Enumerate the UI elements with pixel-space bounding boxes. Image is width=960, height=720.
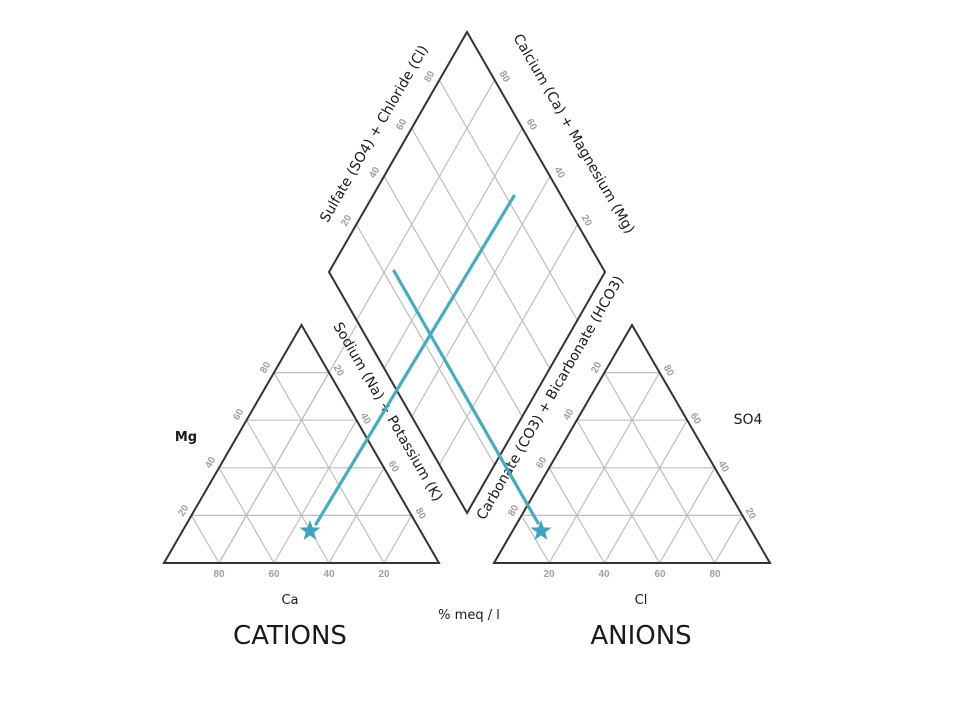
svg-text:20: 20 — [176, 503, 191, 519]
svg-text:80: 80 — [213, 569, 225, 580]
svg-text:20: 20 — [339, 213, 354, 229]
cations-outline — [162, 323, 441, 564]
sample-projection — [314, 194, 540, 526]
svg-text:80: 80 — [413, 506, 428, 522]
svg-text:60: 60 — [534, 455, 549, 471]
anions-right-axis-label: SO4 — [734, 412, 763, 428]
svg-text:20: 20 — [579, 213, 594, 229]
svg-text:40: 40 — [358, 411, 373, 427]
svg-text:40: 40 — [561, 407, 576, 423]
anion-projection-line — [392, 269, 540, 525]
cations-left-ticks: 20 40 60 80 — [176, 360, 273, 519]
svg-text:20: 20 — [378, 569, 390, 580]
anions-title: ANIONS — [590, 621, 691, 651]
anions-right-ticks: 80 60 40 20 — [661, 363, 758, 522]
svg-text:60: 60 — [688, 411, 703, 427]
cations-right-axis-label: Sodium (Na) + Potassium (K) — [330, 320, 446, 505]
svg-text:80: 80 — [497, 69, 512, 85]
diamond-upper-right-label: Calcium (Ca) + Magnesium (Mg) — [510, 31, 638, 236]
star-icon — [530, 520, 552, 540]
anions-outline — [492, 323, 772, 564]
units-label: % meq / l — [438, 608, 500, 623]
svg-text:60: 60 — [524, 117, 539, 133]
anions-left-ticks: 80 60 40 20 — [506, 360, 604, 519]
anions-bottom-axis-label: Cl — [635, 593, 648, 608]
svg-text:40: 40 — [598, 569, 610, 580]
svg-text:40: 40 — [367, 165, 382, 181]
svg-text:20: 20 — [743, 506, 758, 522]
anions-left-axis-label: Carbonate (CO3) + Bicarbonate (HCO3) — [474, 273, 627, 523]
svg-text:80: 80 — [661, 363, 676, 379]
cations-bottom-axis-label: Ca — [281, 593, 298, 608]
svg-text:40: 40 — [323, 569, 335, 580]
cations-grid-geometry — [190, 372, 413, 564]
svg-text:20: 20 — [543, 569, 555, 580]
diamond-upper-right-ticks: 80 60 40 20 — [497, 69, 594, 229]
svg-text:80: 80 — [422, 69, 437, 85]
diamond-outline — [327, 29, 607, 516]
svg-text:40: 40 — [552, 165, 567, 181]
anions-bottom-ticks: 20 40 60 80 — [543, 569, 721, 580]
svg-text:40: 40 — [203, 455, 218, 471]
cations-title: CATIONS — [233, 621, 347, 651]
svg-text:60: 60 — [386, 459, 401, 475]
cations-left-axis-label: Mg — [175, 430, 197, 445]
anions-grid-geometry — [521, 372, 743, 564]
svg-text:20: 20 — [331, 363, 346, 379]
svg-text:60: 60 — [654, 569, 666, 580]
svg-text:20: 20 — [589, 360, 604, 376]
svg-text:80: 80 — [258, 360, 273, 376]
cation-projection-line — [314, 194, 516, 526]
svg-text:40: 40 — [716, 459, 731, 475]
diamond-upper-left-ticks: 20 40 60 80 — [339, 69, 437, 229]
svg-text:80: 80 — [506, 503, 521, 519]
svg-text:60: 60 — [268, 569, 280, 580]
svg-text:60: 60 — [231, 407, 246, 423]
cations-bottom-ticks: 80 60 40 20 — [213, 569, 390, 580]
cations-right-ticks: 20 40 60 80 — [331, 363, 428, 522]
star-icon — [299, 520, 321, 540]
svg-text:80: 80 — [709, 569, 721, 580]
svg-text:60: 60 — [394, 117, 409, 133]
